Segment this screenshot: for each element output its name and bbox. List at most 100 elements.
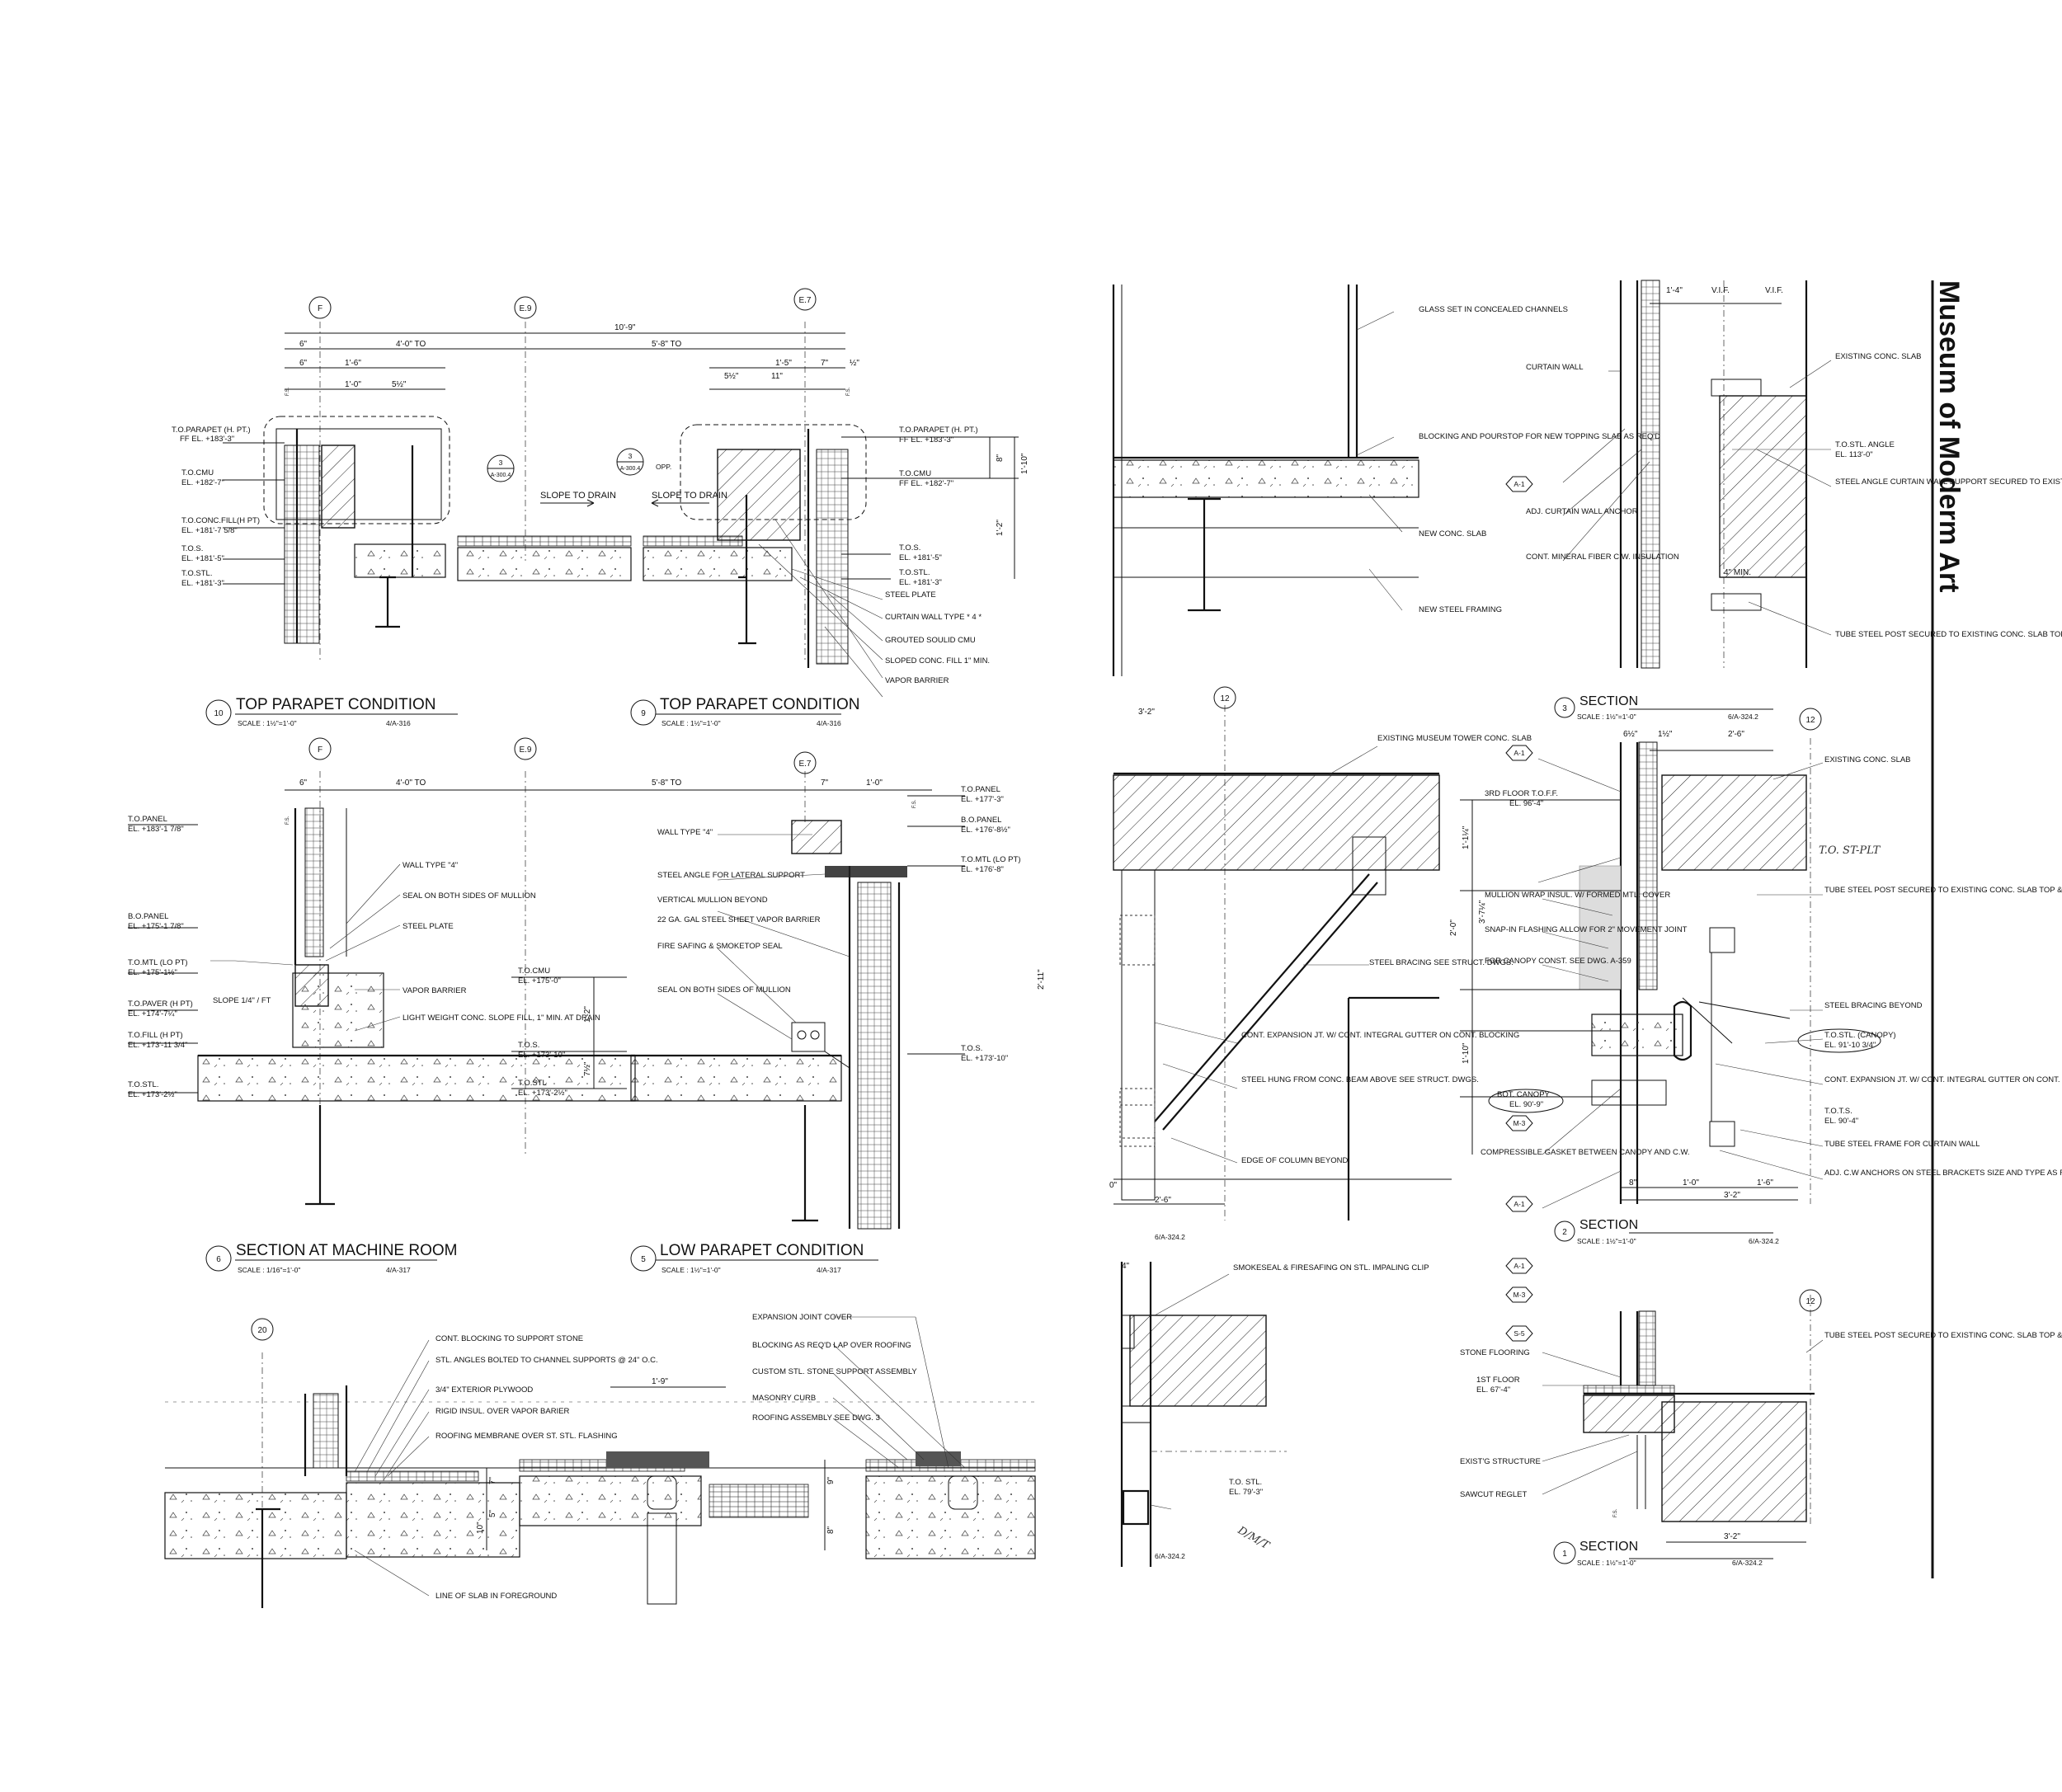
dimension: 5" [488,1509,497,1517]
elevation-label: T.O.S. [181,544,203,553]
tag-label: A-1 [1514,480,1525,488]
elevation-value: FF EL. +183'-3" [180,435,234,444]
dimension: 5½" [392,380,407,389]
callout-note: ADJ. CURTAIN WALL ANCHOR [1526,507,1638,516]
dimension: 7½" [583,1061,592,1076]
callout-note: VERTICAL MULLION BEYOND [657,896,768,905]
callout-note: EXISTING MUSEUM TOWER CONC. SLAB [1377,734,1532,743]
grid-bubble-label: E.7 [798,760,811,769]
callout-note: STEEL BRACING SEE STRUCT. DWGS. [1369,958,1514,967]
detail-title: SECTION AT MACHINE ROOM [236,1242,458,1259]
elevation-value: EL. +176'-8½" [961,825,1010,835]
dimension: 2'-6" [1728,730,1744,739]
detail-20-stone-support [164,1316,1036,1608]
detail-ref: 4/A-317 [386,1266,411,1274]
grid-bubble-label: 20 [257,1326,267,1335]
elevation-label: T.O.STL. [128,1080,158,1089]
detail-number: 2 [1562,1228,1567,1237]
detail-number: 10 [214,709,224,718]
detail-title: SECTION [1579,1218,1638,1232]
dimension: 5'-8" TO [652,340,681,349]
tag-label: S-5 [1514,1329,1525,1338]
elevation-value: EL. 79'-3" [1229,1488,1263,1497]
elevation-label: T.O.PARAPET (H. PT.) [899,426,978,435]
detail-ref: 4/A-316 [817,719,841,727]
dimension: 8" [826,1526,836,1534]
small-mark: F.S. [846,387,851,396]
detail-scale: SCALE : 1½"=1'-0" [1577,1559,1636,1567]
elevation-label: T.O.PAVER (H PT) [128,999,193,1009]
callout-note: CUSTOM STL. STONE SUPPORT ASSEMBLY [752,1367,917,1376]
section-marker-bottom: A-300.4 [620,466,641,472]
elevation-label: T.O. STL. [1229,1478,1262,1487]
elevation-label: T.O.MTL (LO PT) [128,958,187,967]
callout-note: TUBE STEEL POST SECURED TO EXISTING CONC… [1835,630,2062,639]
slope-note: SLOPE TO DRAIN [540,491,616,501]
callout-note: EXPANSION JOINT COVER [752,1313,852,1322]
detail-title: LOW PARAPET CONDITION [660,1242,864,1259]
callout-note: EXISTING CONC. SLAB [1824,755,1911,764]
elevation-value: FF EL. +182'-7" [899,479,953,488]
callout-note: WALL TYPE "4" [657,828,713,837]
elevation-label: T.O.CMU [181,468,214,477]
dimension: 2'-6" [1155,1196,1171,1205]
detail-ref: 6/A-324.2 [1155,1233,1185,1241]
detail-scale: SCALE : 1½"=1'-0" [1577,713,1636,721]
dimension: 8" [996,454,1005,462]
callout-note: ROOFING MEMBRANE OVER ST. STL. FLASHING [435,1432,618,1441]
detail-1-section [1542,1295,1824,1559]
detail-number: 6 [216,1255,221,1264]
dimension: 1'-1¼" [1461,825,1471,849]
callout-note: GROUTED SOULID CMU [885,636,976,645]
callout-note: STEEL BRACING BEYOND [1824,1001,1923,1010]
callout-note: ADJ. C.W ANCHORS ON STEEL BRACKETS SIZE … [1824,1169,2062,1178]
elevation-value: EL. +176'-8" [961,865,1004,874]
dimension: 3'-2" [1138,708,1155,717]
dimension: 6" [299,778,308,788]
detail-title: TOP PARAPET CONDITION [236,696,435,713]
slope-note: SLOPE 1/4" / FT [213,996,271,1005]
callout-note: CONT. EXPANSION JT. W/ CONT. INTEGRAL GU… [1241,1031,1519,1040]
grid-bubble-label: 12 [1805,1297,1815,1306]
tag-label: A-1 [1514,749,1525,757]
dimension: 3'-2" [1724,1191,1740,1200]
dimension: V.I.F. [1765,286,1783,295]
grid-bubble-label: E.9 [519,304,531,313]
tag-label: A-1 [1514,1262,1525,1270]
section-marker-circles [487,448,644,482]
elevation-value: EL. 67'-4" [1476,1385,1510,1395]
elevation-label: T.O.PANEL [128,815,167,824]
dimension: 4'-0" TO [396,778,426,788]
tag-label: M-3 [1514,1119,1526,1127]
elevation-value: EL. +181'-5" [181,554,224,563]
callout-note: CURTAIN WALL TYPE * 4 * [885,613,982,622]
tag-label: M-3 [1514,1291,1526,1299]
detail-2-section [1460,738,1881,1234]
elevation-value: EL. 113'-0" [1835,450,1873,459]
elevation-value: FF EL. +183'-3" [899,435,953,444]
elevation-value: EL. +177'-3" [961,795,1004,804]
callout-note: CONT. MINERAL FIBER C.W. INSULATION [1526,553,1679,562]
tag-hexagons [1505,476,1533,1342]
detail-ref: 4/A-316 [386,719,411,727]
handwritten-note: D/M/T [1235,1524,1272,1553]
elevation-value: EL. +181'-3" [181,579,224,588]
dimension: 6" [299,359,308,368]
detail-ref: 6/A-324.2 [1155,1552,1185,1560]
elevation-value: EL. 91'-10 3/4" [1824,1041,1876,1050]
elevation-value: EL. +181'-5" [899,553,942,562]
callout-note: MULLION WRAP INSUL. W/ FORMED MTL. COVER [1485,891,1670,900]
detail-ref: 6/A-324.2 [1728,713,1758,721]
dimension: 10" [476,1522,485,1534]
callout-note: TUBE STEEL POST SECURED TO EXISTING CONC… [1824,1331,2062,1340]
elevation-value: EL. 90'-9" [1509,1100,1543,1109]
dimension: 2'-11" [1037,969,1046,990]
elevation-value: EL. 90'-4" [1824,1117,1858,1126]
callout-note: CONT. BLOCKING TO SUPPORT STONE [435,1334,583,1343]
callout-note: LINE OF SLAB IN FOREGROUND [435,1592,557,1601]
grid-bubbles [251,288,1822,1341]
callout-note: TUBE STEEL POST SECURED TO EXISTING CONC… [1824,886,2062,895]
elevation-value: EL. +181'-7 5/8" [181,526,238,535]
elevation-label: T.O.T.S. [1824,1107,1853,1116]
small-mark: F.S. [912,799,917,808]
